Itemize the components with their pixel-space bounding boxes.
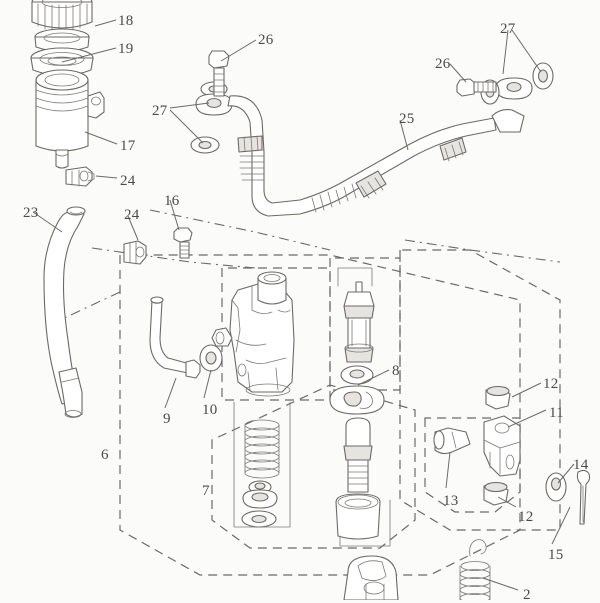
callout-number-15[interactable]: 15: [548, 547, 564, 563]
callout-number-9[interactable]: 9: [163, 411, 171, 427]
leader-2: [482, 577, 519, 591]
centerline-right: [404, 239, 561, 263]
part-23-hose: [43, 206, 86, 418]
part-12-nut-upper: [485, 385, 511, 410]
callout-number-19[interactable]: 19: [118, 41, 134, 57]
leader-13: [445, 451, 451, 489]
part-9-pipe: [149, 296, 201, 379]
callout-number-25[interactable]: 25: [399, 111, 415, 127]
part-25-brake-hose: [190, 50, 554, 217]
part-13-pin: [433, 427, 471, 455]
part-27-banjo-left: [190, 81, 233, 154]
leader-26-right: [449, 63, 467, 83]
part-18-cap: [31, 0, 93, 33]
callout-number-23[interactable]: 23: [23, 205, 39, 221]
callout-number-7[interactable]: 7: [202, 483, 210, 499]
leader-27-right-b: [511, 29, 542, 73]
callout-number-11[interactable]: 11: [549, 405, 564, 421]
callout-number-12-bottom[interactable]: 12: [518, 509, 534, 525]
dashed-group-boxes: [59, 209, 561, 576]
leader-27-left-b: [169, 109, 204, 144]
leader-11: [507, 409, 547, 428]
centerline-left-diag: [59, 291, 121, 321]
callout-number-13[interactable]: 13: [443, 493, 459, 509]
leader-lines: [32, 19, 575, 591]
hose-ferrule-right: [439, 137, 467, 162]
callout-number-24-top[interactable]: 24: [120, 173, 136, 189]
part-7-spring-assembly: [233, 401, 291, 528]
part-12-nut-lower: [483, 481, 509, 506]
leader-27-right-a: [502, 29, 509, 75]
leader-16: [169, 199, 180, 231]
part-24-clamp-mid: [123, 240, 147, 265]
callout-number-6[interactable]: 6: [101, 447, 109, 463]
leader-19: [61, 47, 117, 63]
callout-number-10[interactable]: 10: [202, 402, 218, 418]
part-26-bolt-right: [456, 78, 497, 97]
leader-12-top: [511, 382, 542, 398]
callout-number-17[interactable]: 17: [120, 138, 136, 154]
callout-number-14[interactable]: 14: [573, 457, 589, 473]
part-17-reservoir: [35, 69, 105, 169]
leader-12-bottom: [497, 496, 517, 508]
callout-number-2[interactable]: 2: [523, 587, 531, 603]
centerline-hose-to-cylinder: [149, 209, 331, 251]
callout-number-27-left[interactable]: 27: [152, 103, 168, 119]
leader-26-left: [220, 39, 257, 62]
part-7-spring: [244, 419, 280, 479]
leader-24-top: [95, 175, 118, 179]
callout-number-27-right[interactable]: 27: [500, 21, 516, 37]
centerline-lower: [91, 247, 256, 269]
leader-9: [164, 377, 177, 409]
part-24-clamp-upper: [65, 166, 95, 187]
leader-10: [203, 369, 212, 399]
hose-ferrule-mid: [355, 170, 387, 199]
leader-15: [551, 506, 571, 545]
part-8-piston-column: [329, 267, 391, 547]
part-11-clevis: [483, 415, 521, 477]
leader-27-left-a: [169, 102, 210, 109]
leader-25: [399, 119, 409, 151]
leader-17: [84, 131, 118, 145]
leader-18: [94, 19, 117, 27]
callout-number-18[interactable]: 18: [118, 13, 134, 29]
leader-23: [32, 211, 63, 233]
part-reservoir-assembly: [30, 0, 105, 187]
part-16-bolt: [173, 227, 193, 259]
callout-number-8[interactable]: 8: [392, 363, 400, 379]
group-box-6: [119, 254, 521, 576]
part-19-diaphragm: [30, 28, 94, 77]
part-master-cylinder-body: [211, 271, 295, 397]
part-15-cotter-pin: [576, 469, 591, 525]
callout-number-26-right[interactable]: 26: [435, 56, 451, 72]
part-26-bolt-left: [208, 50, 230, 97]
leader-8: [357, 369, 390, 386]
callout-number-12-top[interactable]: 12: [543, 376, 559, 392]
group-box-11: [424, 417, 521, 513]
leader-14: [557, 463, 575, 484]
callout-number-16[interactable]: 16: [164, 193, 180, 209]
hose-ferrule-left: [237, 135, 263, 153]
part-2-return-spring: [459, 539, 491, 600]
group-box-7: [211, 384, 416, 549]
part-8-seal: [329, 385, 385, 415]
callout-number-24-mid[interactable]: 24: [124, 207, 140, 223]
hose-corrugation-mid: [311, 183, 357, 213]
part-10-washer: [199, 344, 223, 372]
group-box-right: [399, 249, 561, 531]
part-bottom-bracket: [343, 555, 399, 600]
callout-number-26-left[interactable]: 26: [258, 32, 274, 48]
leader-24-mid: [127, 215, 139, 241]
